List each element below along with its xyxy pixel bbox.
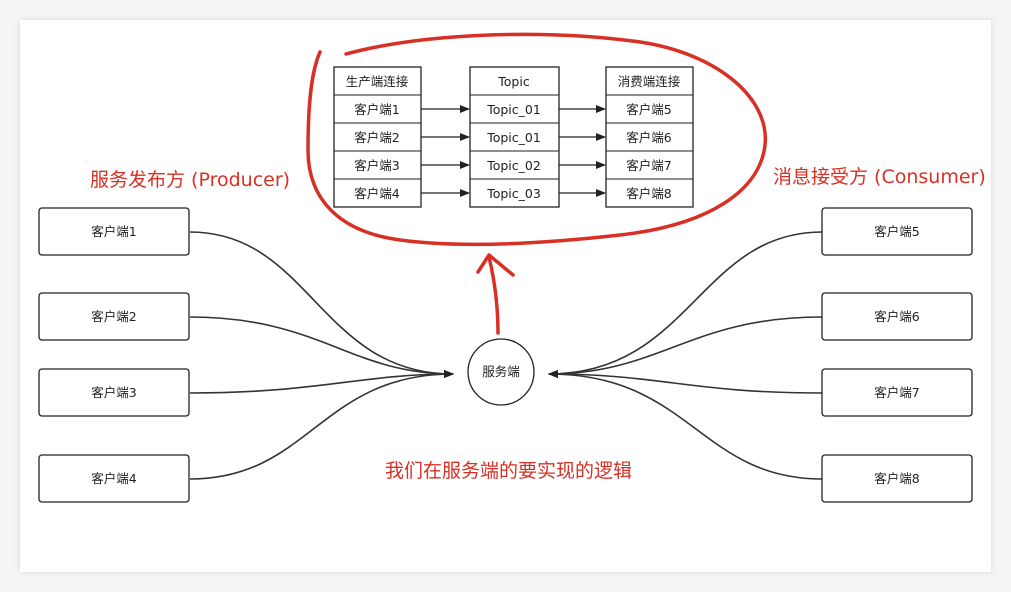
producer-label-4: 客户端4 <box>91 471 137 486</box>
table-producer-cell-3: 客户端3 <box>354 158 399 173</box>
table-producer-cell-1: 客户端1 <box>354 102 399 117</box>
producer-box-1 <box>38 207 190 256</box>
connector-consumer-5 <box>548 231 823 378</box>
table-topic-cell-1: Topic_01 <box>486 102 541 117</box>
table-topic-header: Topic <box>497 74 530 89</box>
diagram-canvas: 客户端1 客户端2 客户端3 客户端4 客户端5 客户端6 客户端7 客户端8 … <box>20 20 991 572</box>
consumer-box-8 <box>821 454 973 503</box>
producer-box-2 <box>38 292 190 341</box>
connector-producer-1 <box>189 231 454 378</box>
table-arrows <box>421 105 606 197</box>
red-arrow-up <box>476 253 515 335</box>
server-logic-note: 我们在服务端的要实现的逻辑 <box>385 460 632 482</box>
producer-connectors <box>189 231 454 480</box>
consumer-box-7 <box>821 368 973 417</box>
consumer-label-6: 客户端6 <box>874 309 920 324</box>
producer-box-3 <box>38 368 190 417</box>
consumer-box-5 <box>821 207 973 256</box>
connector-producer-2 <box>189 316 454 378</box>
connector-consumer-8 <box>548 370 823 480</box>
consumer-title: 消息接受方 (Consumer) <box>773 166 986 188</box>
connector-producer-3 <box>189 370 454 394</box>
producer-box-4 <box>38 454 190 503</box>
table-consumer-cell-3: 客户端7 <box>626 158 671 173</box>
diagram-svg: 客户端1 客户端2 客户端3 客户端4 客户端5 客户端6 客户端7 客户端8 … <box>38 32 986 503</box>
table-consumer-header: 消费端连接 <box>618 74 681 89</box>
producer-label-2: 客户端2 <box>91 309 136 324</box>
routing-table: 生产端连接 客户端1 客户端2 客户端3 客户端4 Topic Topic_01… <box>333 66 694 208</box>
consumer-group: 客户端5 客户端6 客户端7 客户端8 <box>821 207 973 503</box>
connector-consumer-6 <box>548 316 823 378</box>
producer-group: 客户端1 客户端2 客户端3 客户端4 <box>38 207 190 503</box>
consumer-label-5: 客户端5 <box>874 224 919 239</box>
server-label: 服务端 <box>482 364 520 379</box>
table-consumer-cell-2: 客户端6 <box>626 130 672 145</box>
consumer-connectors <box>548 231 823 480</box>
table-topic-cell-3: Topic_02 <box>486 158 541 173</box>
table-consumer-cell-4: 客户端8 <box>626 186 672 201</box>
consumer-label-8: 客户端8 <box>874 471 920 486</box>
table-producer-header: 生产端连接 <box>346 74 409 89</box>
table-producer-column: 生产端连接 客户端1 客户端2 客户端3 客户端4 <box>333 66 422 208</box>
table-consumer-cell-1: 客户端5 <box>626 102 671 117</box>
server-circle <box>467 338 535 406</box>
table-producer-cell-2: 客户端2 <box>354 130 399 145</box>
producer-title: 服务发布方 (Producer) <box>90 169 290 191</box>
connector-consumer-7 <box>548 370 823 394</box>
consumer-box-6 <box>821 292 973 341</box>
table-topic-column: Topic Topic_01 Topic_01 Topic_02 Topic_0… <box>469 66 560 208</box>
table-consumer-column: 消费端连接 客户端5 客户端6 客户端7 客户端8 <box>605 66 694 208</box>
red-ellipse-highlight <box>306 32 767 247</box>
server-node: 服务端 <box>467 338 535 406</box>
producer-label-3: 客户端3 <box>91 385 136 400</box>
consumer-label-7: 客户端7 <box>874 385 919 400</box>
table-producer-cell-4: 客户端4 <box>354 186 400 201</box>
table-topic-cell-4: Topic_03 <box>486 186 541 201</box>
connector-producer-4 <box>189 370 454 480</box>
table-topic-cell-2: Topic_01 <box>486 130 541 145</box>
producer-label-1: 客户端1 <box>91 224 136 239</box>
